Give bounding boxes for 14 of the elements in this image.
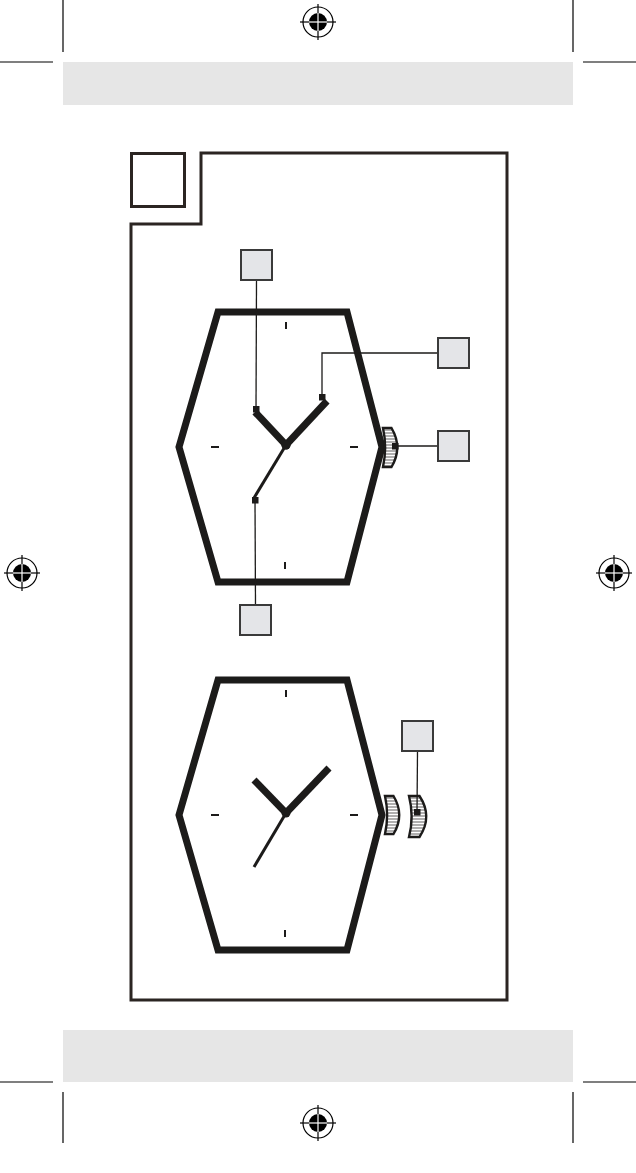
watch-crown: [381, 426, 399, 469]
leader-line: [251, 496, 259, 605]
leader-line: [391, 442, 438, 450]
figure-label-box: [130, 152, 186, 208]
leader-line: [318, 352, 438, 401]
callout-box: [437, 337, 470, 369]
callout-box: [239, 604, 272, 636]
watch-crown: [407, 794, 428, 839]
callout-box: [240, 249, 273, 281]
callout-box: [437, 430, 470, 462]
minute-hand: [283, 398, 330, 448]
callout-box: [401, 720, 434, 752]
leader-line: [413, 751, 421, 816]
leader-line: [252, 280, 260, 413]
